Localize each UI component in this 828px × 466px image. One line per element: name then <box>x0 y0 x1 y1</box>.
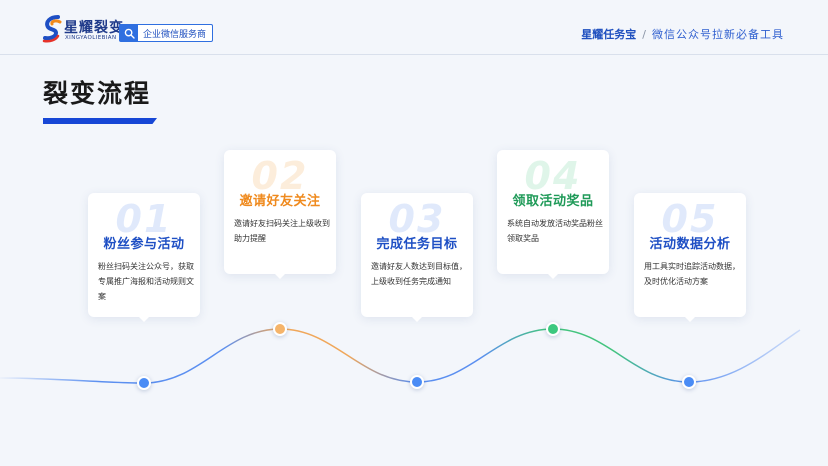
step-title: 完成任务目标 <box>376 237 458 252</box>
step-description: 邀请好友扫码关注上级收到助力提醒 <box>234 219 330 243</box>
brand-logo[interactable]: 星耀裂变 XINGYAOLIEBIAN <box>42 15 124 45</box>
search-icon <box>120 25 138 41</box>
logo-text: 星耀裂变 <box>64 20 124 36</box>
product-slogan: 微信公众号拉新必备工具 <box>652 28 784 41</box>
step-card-3: 03 完成任务目标 邀请好友人数达到目标值，上级收到任务完成通知 <box>361 193 473 322</box>
header-divider <box>0 54 828 55</box>
timeline-dot-1 <box>137 376 151 390</box>
title-underline <box>43 118 157 124</box>
service-provider-badge: 企业微信服务商 <box>119 24 214 42</box>
step-card-1: 01 粉丝参与活动 粉丝扫码关注公众号，获取专属推广海报和活动规则文案 <box>88 193 200 322</box>
product-name: 星耀任务宝 <box>581 28 637 41</box>
step-title: 领取活动奖品 <box>512 194 594 209</box>
step-title: 邀请好友关注 <box>239 194 321 209</box>
step-card-4: 04 领取活动奖品 系统自动发放活动奖品粉丝领取奖品 <box>497 150 609 279</box>
step-number: 05 <box>661 197 719 241</box>
step-card-2: 02 邀请好友关注 邀请好友扫码关注上级收到助力提醒 <box>224 150 336 279</box>
header: 星耀裂变 XINGYAOLIEBIAN 企业微信服务商 星耀任务宝 / 微信公众号拉… <box>0 0 828 55</box>
badge-label: 企业微信服务商 <box>143 29 207 40</box>
step-description: 用工具实时追踪活动数据，及时优化活动方案 <box>644 262 740 286</box>
page-title: 裂变流程 <box>43 79 152 108</box>
step-description: 邀请好友人数达到目标值，上级收到任务完成通知 <box>371 262 467 286</box>
step-number: 03 <box>388 197 446 241</box>
tagline-separator: / <box>642 28 646 41</box>
logo-mark-icon <box>42 15 62 43</box>
timeline-dot-2 <box>273 322 287 336</box>
step-card-5: 05 活动数据分析 用工具实时追踪活动数据，及时优化活动方案 <box>634 193 746 322</box>
header-tagline: 星耀任务宝 / 微信公众号拉新必备工具 <box>581 26 784 42</box>
timeline-dot-3 <box>410 375 424 389</box>
step-number: 02 <box>251 154 309 198</box>
step-description: 粉丝扫码关注公众号，获取专属推广海报和活动规则文案 <box>98 262 194 301</box>
step-number: 01 <box>115 197 173 241</box>
step-number: 04 <box>524 154 582 198</box>
step-title: 活动数据分析 <box>649 237 731 252</box>
step-description: 系统自动发放活动奖品粉丝领取奖品 <box>507 219 603 243</box>
step-title: 粉丝参与活动 <box>103 237 185 252</box>
logo-subtext: XINGYAOLIEBIAN <box>65 35 117 41</box>
timeline-dot-4 <box>546 322 560 336</box>
timeline-dot-5 <box>682 375 696 389</box>
